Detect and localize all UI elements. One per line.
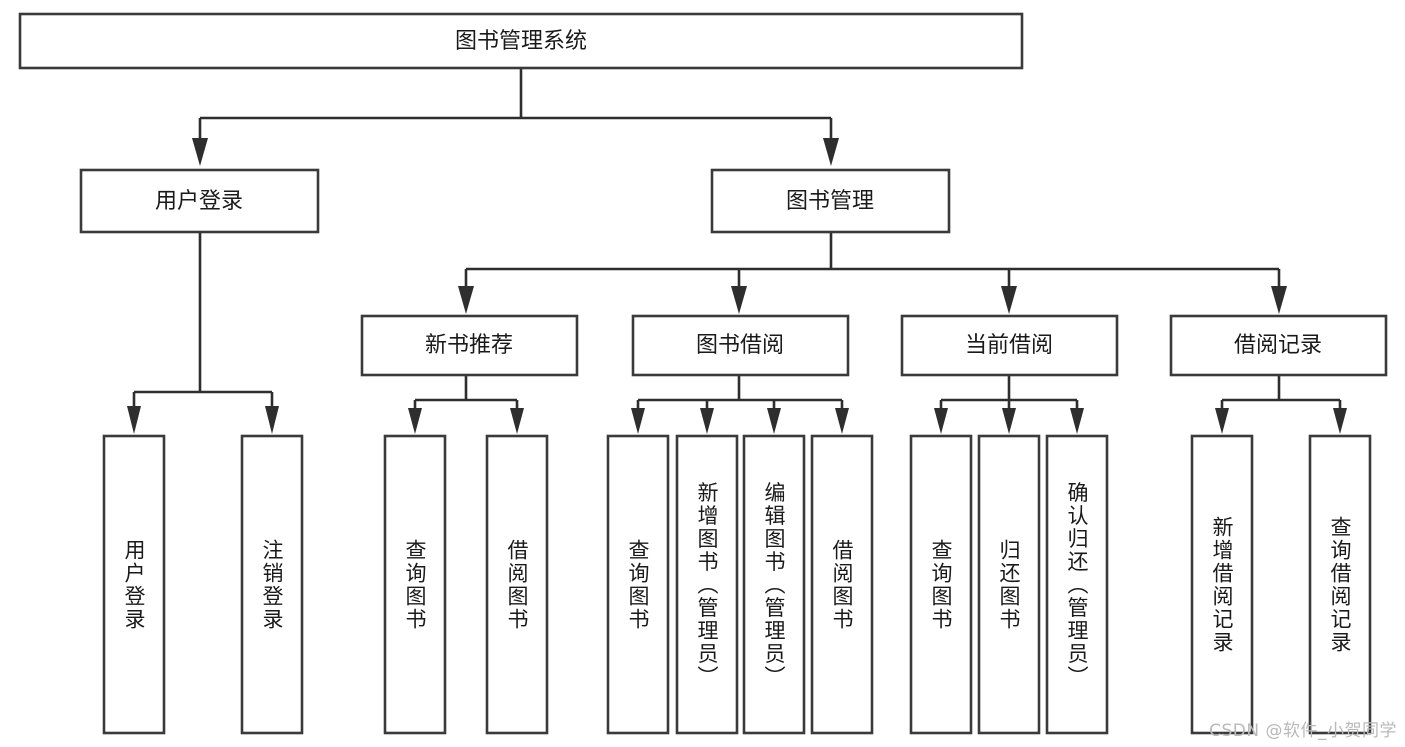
leaf-borrow-record-1-label: 新增借阅记录 <box>1210 516 1234 654</box>
node-book-borrow[interactable]: 图书借阅 <box>631 314 850 377</box>
arrowhead-leaf-b3 <box>767 408 781 434</box>
leaf-current-borrow-3-box[interactable] <box>1045 434 1109 735</box>
node-root[interactable]: 图书管理系统 <box>18 12 1024 70</box>
node-root-box[interactable] <box>18 12 1024 70</box>
node-new-book-recommend[interactable]: 新书推荐 <box>360 314 579 377</box>
node-book-borrow-box[interactable] <box>631 314 850 377</box>
node-new-book-recommend-box[interactable] <box>360 314 579 377</box>
leaf-book-borrow-4[interactable]: 借阅图书 <box>810 434 874 735</box>
leaf-current-borrow-1-box[interactable] <box>909 434 973 735</box>
node-new-book-recommend-label: 新书推荐 <box>425 333 513 358</box>
leaf-user-login-2-label: 注销登录 <box>260 539 284 631</box>
leaf-user-login-2-box[interactable] <box>240 434 304 735</box>
node-current-borrow[interactable]: 当前借阅 <box>900 314 1119 377</box>
leaf-borrow-record-1[interactable]: 新增借阅记录 <box>1190 434 1254 735</box>
leaf-current-borrow-2-label: 归还图书 <box>997 539 1021 631</box>
leaf-book-borrow-2-label: 新增图书（管理员） <box>695 482 719 689</box>
node-book-management-label: 图书管理 <box>786 189 874 214</box>
arrowhead-new-book <box>458 286 474 314</box>
leaf-current-borrow-2[interactable]: 归还图书 <box>977 434 1041 735</box>
leaf-user-login-1-box[interactable] <box>102 434 166 735</box>
node-user-login-label: 用户登录 <box>155 189 243 214</box>
leaf-new-book-1-box[interactable] <box>383 434 447 735</box>
leaf-current-borrow-1[interactable]: 查询图书 <box>909 434 973 735</box>
node-current-borrow-label: 当前借阅 <box>965 333 1053 358</box>
leaf-borrow-record-2-box[interactable] <box>1308 434 1372 735</box>
leaf-new-book-2-label: 借阅图书 <box>505 539 529 631</box>
leaf-book-borrow-3[interactable]: 编辑图书（管理员） <box>742 434 806 735</box>
leaf-book-borrow-3-box[interactable] <box>742 434 806 735</box>
leaf-current-borrow-1-label: 查询图书 <box>929 539 953 631</box>
arrowhead-book-mgmt <box>823 138 839 166</box>
leaf-current-borrow-3-label: 确认归还（管理员） <box>1065 482 1089 689</box>
leaf-user-login-2[interactable]: 注销登录 <box>240 434 304 735</box>
leaf-current-borrow-2-box[interactable] <box>977 434 1041 735</box>
arrowhead-leaf-c2 <box>1002 408 1016 434</box>
leaf-book-borrow-4-box[interactable] <box>810 434 874 735</box>
arrowhead-leaf-u2 <box>265 406 279 434</box>
node-borrow-record-label: 借阅记录 <box>1234 333 1322 358</box>
leaf-borrow-record-2-label: 查询借阅记录 <box>1328 516 1352 654</box>
arrowhead-user-login <box>192 138 208 166</box>
arrowhead-leaf-n1 <box>408 408 422 434</box>
arrowhead-borrow-record <box>1271 286 1287 314</box>
leaf-new-book-2[interactable]: 借阅图书 <box>485 434 549 735</box>
node-book-management-box[interactable] <box>710 168 951 234</box>
arrowhead-leaf-r2 <box>1333 408 1347 434</box>
node-user-login[interactable]: 用户登录 <box>79 168 320 234</box>
node-root-label: 图书管理系统 <box>455 29 587 54</box>
arrowhead-leaf-n2 <box>510 408 524 434</box>
node-book-borrow-label: 图书借阅 <box>696 333 784 358</box>
leaf-book-borrow-1-box[interactable] <box>606 434 670 735</box>
leaf-book-borrow-2[interactable]: 新增图书（管理员） <box>675 434 739 735</box>
leaf-book-borrow-4-label: 借阅图书 <box>830 539 854 631</box>
arrowhead-current-borrow <box>1001 286 1017 314</box>
arrowhead-leaf-c3 <box>1070 408 1084 434</box>
leaf-user-login-1[interactable]: 用户登录 <box>102 434 166 735</box>
node-book-management[interactable]: 图书管理 <box>710 168 951 234</box>
arrowhead-book-borrow <box>731 286 747 314</box>
arrowhead-leaf-b2 <box>700 408 714 434</box>
node-borrow-record[interactable]: 借阅记录 <box>1169 314 1388 377</box>
leaf-user-login-1-label: 用户登录 <box>122 539 146 631</box>
leaf-new-book-2-box[interactable] <box>485 434 549 735</box>
arrowhead-leaf-c1 <box>934 408 948 434</box>
leaf-current-borrow-3[interactable]: 确认归还（管理员） <box>1045 434 1109 735</box>
leaf-new-book-1-label: 查询图书 <box>403 539 427 631</box>
leaf-book-borrow-1-label: 查询图书 <box>626 539 650 631</box>
arrowhead-leaf-b1 <box>631 408 645 434</box>
connectors-group <box>127 68 1347 434</box>
leaf-new-book-1[interactable]: 查询图书 <box>383 434 447 735</box>
arrowhead-leaf-r1 <box>1215 408 1229 434</box>
leaf-borrow-record-1-box[interactable] <box>1190 434 1254 735</box>
leaf-book-borrow-2-box[interactable] <box>675 434 739 735</box>
arrowhead-leaf-b4 <box>835 408 849 434</box>
node-borrow-record-box[interactable] <box>1169 314 1388 377</box>
leaf-book-borrow-3-label: 编辑图书（管理员） <box>762 482 786 689</box>
node-user-login-box[interactable] <box>79 168 320 234</box>
leaf-book-borrow-1[interactable]: 查询图书 <box>606 434 670 735</box>
arrowhead-leaf-u1 <box>127 406 141 434</box>
leaf-borrow-record-2[interactable]: 查询借阅记录 <box>1308 434 1372 735</box>
node-current-borrow-box[interactable] <box>900 314 1119 377</box>
